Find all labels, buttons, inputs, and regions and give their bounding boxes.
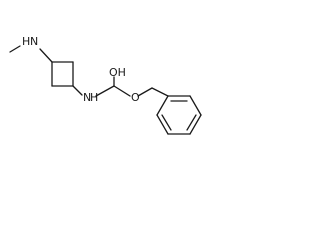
atom-amine-n: N: [30, 35, 38, 48]
molecule-diagram: H N N H OH O: [9, 35, 202, 135]
bond-benzene-2: [189, 95, 202, 116]
bond-n-carbonyl: [95, 85, 115, 97]
bond-carbonyl-ester-o: [113, 85, 131, 97]
bond-ester-o-ch2: [137, 87, 153, 97]
atom-carbamate-n: N: [83, 91, 91, 104]
bond-benzene-5: [156, 114, 169, 135]
atom-amine-h: H: [22, 35, 30, 48]
bond-benzene-double-2: [186, 114, 197, 131]
atom-carbamate-h: H: [90, 91, 98, 104]
bond-benzene-double-3: [161, 114, 172, 131]
bond-benzene-3: [189, 114, 202, 135]
atom-hydroxyl: OH: [109, 66, 126, 79]
bond-n-cyclobutane: [39, 48, 53, 63]
bond-benzene-6: [156, 95, 169, 116]
atom-ester-o: O: [131, 91, 140, 104]
bond-ch2-phenyl: [151, 87, 169, 97]
bond-methyl-n: [9, 45, 21, 53]
bond-ring-carbamate-n: [72, 85, 83, 96]
